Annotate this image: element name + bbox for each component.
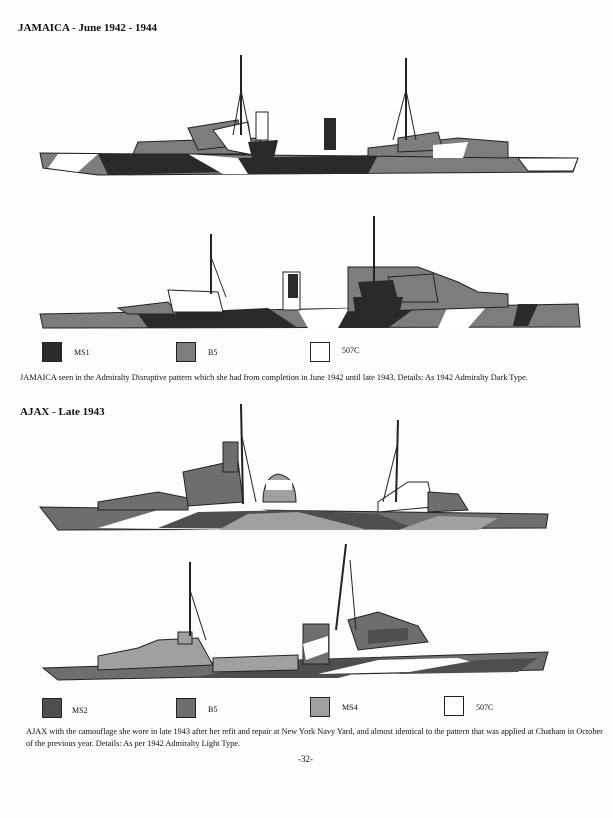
- legend-label-507c: 507C: [476, 703, 494, 712]
- ajax-caption: AJAX with the camouflage she wore in lat…: [26, 727, 603, 748]
- ajax-title: AJAX - Late 1943: [20, 406, 105, 418]
- swatch-b5: [176, 698, 196, 718]
- jamaica-title: JAMAICA - June 1942 - 1944: [18, 22, 158, 34]
- jamaica-ship-profile-1: [39, 55, 579, 176]
- legend-label-ms1: MS1: [74, 348, 90, 357]
- ajax-ship-profile-2: [41, 543, 549, 681]
- legend-label-ms4: MS4: [342, 703, 358, 712]
- legend-label-ms2: MS2: [72, 706, 88, 715]
- swatch-ms1: [42, 342, 62, 362]
- swatch-b5: [176, 342, 196, 362]
- swatch-ms4: [310, 697, 330, 717]
- legend-label-b5: B5: [208, 348, 218, 357]
- swatch-507c: [444, 696, 464, 716]
- jamaica-ship-profile-2: [39, 216, 581, 329]
- jamaica-caption: JAMAICA seen in the Admiralty Disruptive…: [20, 373, 528, 382]
- page-number: -32-: [298, 754, 313, 764]
- swatch-ms2: [42, 698, 62, 718]
- legend-label-b5: B5: [208, 705, 218, 714]
- ajax-ship-profile-1: [38, 403, 549, 531]
- swatch-507c: [310, 342, 330, 362]
- legend-label-507c: 507C: [342, 346, 360, 355]
